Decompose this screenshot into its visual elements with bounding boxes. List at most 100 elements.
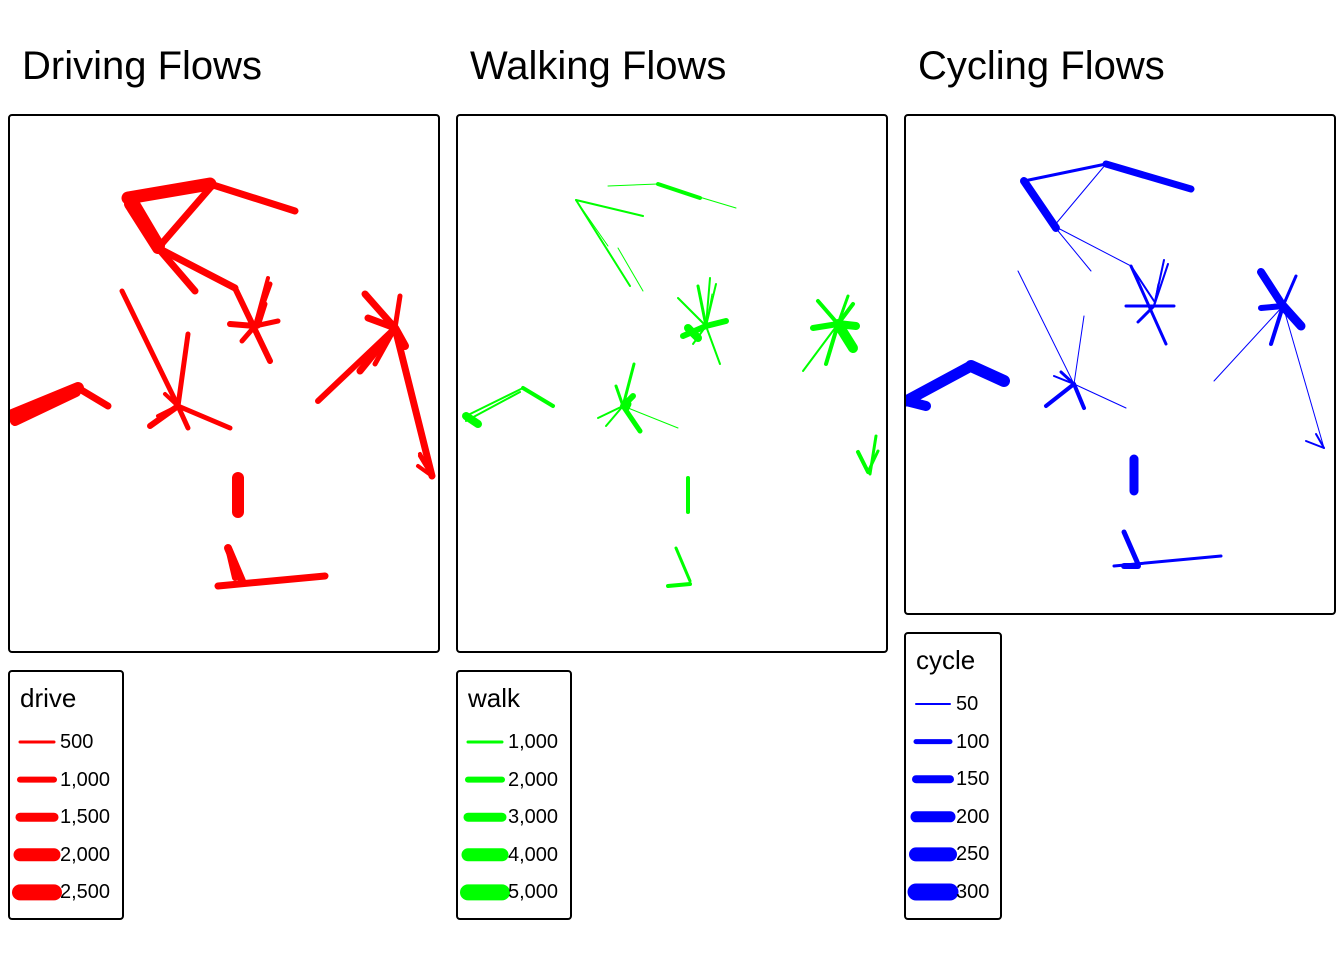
flow-line-cycle-26: [1281, 274, 1298, 308]
flow-line-walk-42: [868, 434, 878, 476]
flow-line-cycle-4: [1053, 163, 1107, 227]
flow-line-drive-22: [361, 290, 399, 332]
flow-line-cycle-29: [1315, 433, 1325, 449]
flow-line-walk-24: [622, 400, 632, 412]
flow-line-cycle-25: [1269, 304, 1285, 346]
map-panel-drive: [8, 114, 440, 653]
flow-line-drive-24: [392, 293, 403, 331]
flow-line-walk-10: [705, 277, 711, 327]
flow-line-cycle-20: [1059, 370, 1076, 386]
flow-line-walk-32: [834, 320, 860, 330]
flow-line-drive-31: [418, 452, 434, 478]
flow-line-cycle-35: [1121, 529, 1141, 567]
flow-line-walk-12: [705, 325, 721, 365]
flow-line-walk-36: [462, 412, 482, 428]
legend-label-2: 1,500: [60, 806, 111, 829]
legend-title: cycle: [916, 645, 976, 675]
legend-label-1: 1,000: [60, 768, 111, 791]
flow-line-drive-23: [364, 314, 399, 332]
panel-title-drive: Driving Flows: [22, 44, 263, 88]
flow-line-drive-5: [154, 244, 199, 295]
panel-title-walk: Walking Flows: [470, 44, 727, 88]
flow-line-walk-35: [521, 386, 555, 408]
flow-line-walk-27: [824, 322, 840, 366]
flow-lines-walk: [462, 182, 880, 588]
flow-line-walk-21: [622, 405, 679, 429]
legend-label-4: 5,000: [508, 881, 559, 904]
flow-line-drive-17: [175, 403, 191, 431]
flow-line-drive-15: [175, 403, 233, 431]
flow-line-cycle-23: [1257, 268, 1287, 310]
legend-label-3: 2,000: [60, 843, 111, 866]
flow-line-drive-10: [253, 276, 270, 328]
flow-line-cycle-6: [1053, 225, 1132, 267]
flow-line-cycle-28: [1282, 305, 1325, 449]
flow-line-cycle-0: [1022, 162, 1108, 183]
flow-line-walk-33: [465, 387, 524, 417]
map-panel-walk: [456, 114, 888, 653]
legend-label-3: 200: [956, 805, 990, 828]
flow-lines-cycle: [906, 160, 1325, 569]
flow-line-cycle-13: [1153, 263, 1169, 307]
flow-line-drive-0: [121, 177, 217, 205]
flow-line-cycle-18: [1072, 382, 1086, 410]
flow-line-drive-12: [239, 323, 258, 344]
flow-line-walk-18: [621, 362, 636, 408]
flow-line-drive-14: [119, 288, 181, 409]
legend-swatches: [460, 740, 510, 901]
flow-line-drive-3: [206, 180, 299, 215]
flow-line-walk-23: [614, 384, 625, 408]
flow-line-walk-2: [575, 199, 609, 247]
flow-line-drive-27: [372, 325, 398, 367]
flow-line-drive-11: [227, 321, 258, 329]
flow-line-walk-31: [802, 323, 839, 372]
legend-label-2: 3,000: [508, 806, 559, 829]
flow-line-drive-33: [10, 387, 81, 426]
legend-label-2: 150: [956, 768, 990, 791]
flow-line-drive-28: [391, 324, 436, 480]
legend-label-0: 50: [956, 693, 979, 715]
panel-title-cycle: Cycling Flows: [918, 44, 1165, 88]
flow-line-walk-6: [617, 247, 644, 292]
flow-line-walk-38: [674, 546, 692, 583]
flow-line-walk-25: [816, 299, 840, 326]
flow-line-drive-6: [154, 244, 239, 292]
flow-line-cycle-33: [906, 396, 931, 411]
flow-line-walk-30: [836, 294, 850, 326]
flow-line-cycle-24: [1278, 301, 1306, 331]
flow-line-cycle-17: [1073, 315, 1085, 385]
flow-line-drive-4: [154, 184, 214, 252]
legend-label-0: 1,000: [508, 731, 559, 753]
legend-swatches: [12, 740, 62, 901]
flow-line-drive-37: [214, 572, 329, 590]
flow-line-cycle-8: [1130, 265, 1155, 302]
flow-line-walk-16: [684, 324, 702, 342]
flow-line-cycle-27: [1258, 303, 1286, 311]
flow-line-walk-9: [696, 284, 708, 328]
flow-line-cycle-19: [1044, 382, 1076, 408]
legend-label-3: 4,000: [508, 843, 559, 866]
flow-line-drive-16: [175, 331, 191, 409]
legend-label-5: 300: [956, 881, 990, 903]
flow-line-walk-39: [666, 582, 692, 588]
flow-line-drive-38: [225, 545, 238, 581]
flow-line-walk-34: [465, 391, 521, 422]
flow-line-drive-13: [255, 301, 268, 329]
legend-walk: walk 1,000 2,000 3,000 4,000 5,000: [456, 670, 572, 920]
flow-line-cycle-21: [1053, 375, 1075, 385]
flow-line-walk-0: [575, 199, 644, 217]
flow-line-cycle-5: [1053, 225, 1092, 272]
flow-line-cycle-30: [1305, 440, 1325, 449]
legend-swatches: [907, 703, 959, 901]
legend-label-4: 2,500: [60, 881, 111, 904]
flow-line-walk-22: [597, 405, 624, 419]
flow-line-walk-15: [705, 293, 713, 327]
flow-line-drive-2: [129, 197, 165, 251]
flow-line-drive-19: [156, 404, 180, 418]
flow-line-walk-40: [856, 450, 870, 474]
legend-title: walk: [468, 683, 521, 713]
legend-label-1: 2,000: [508, 768, 559, 791]
flow-line-walk-5: [607, 183, 659, 187]
map-panel-cycle: [904, 114, 1336, 615]
